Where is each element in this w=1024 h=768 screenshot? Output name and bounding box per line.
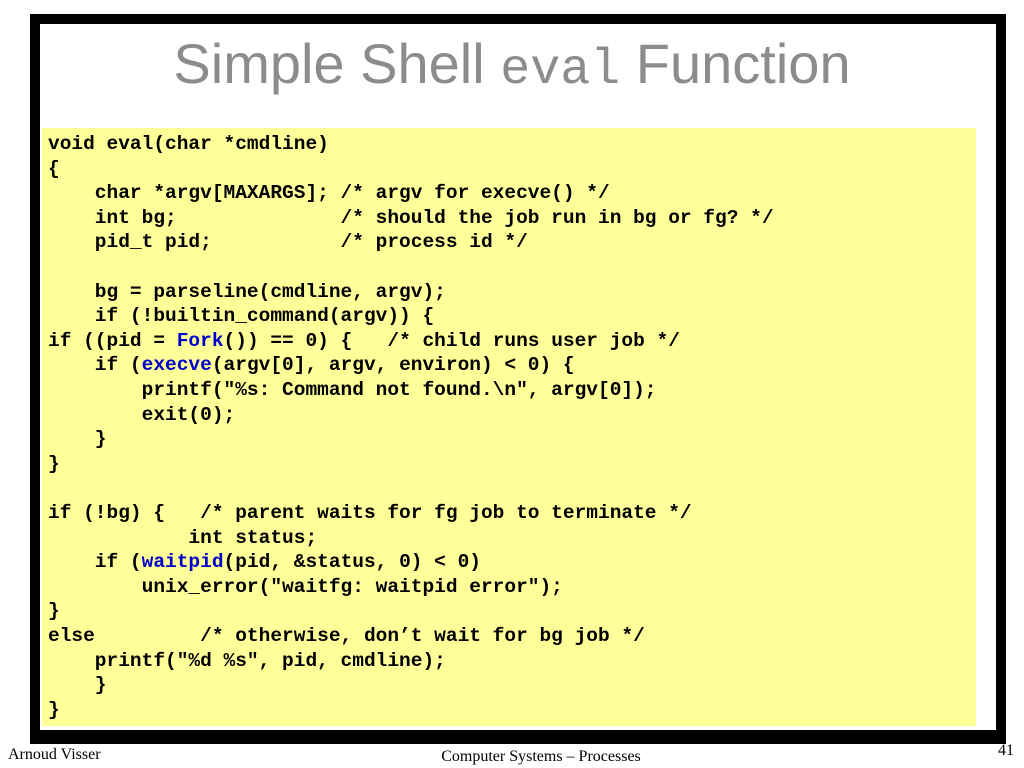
- code-text: (pid, &status, 0) < 0): [223, 551, 481, 574]
- code-text: printf("%d %s", pid, cmdline);: [48, 649, 446, 672]
- slide-title: Simple Shell eval Function: [0, 28, 1024, 107]
- code-text: bg = parseline(cmdline, argv);: [48, 280, 446, 303]
- code-keyword: Fork: [176, 329, 224, 352]
- code-line: if ((pid = Fork()) == 0) { /* child runs…: [48, 329, 680, 354]
- footer-course: Computer Systems – Processes: [441, 748, 641, 765]
- code-text: }: [48, 428, 107, 451]
- page-number: 41: [998, 742, 1014, 759]
- code-text: char *argv[MAXARGS]; /* argv for execve(…: [48, 182, 610, 205]
- code-text: int status;: [48, 526, 318, 549]
- code-line: exit(0);: [48, 403, 236, 428]
- code-line: pid_t pid; /* process id */: [48, 230, 528, 255]
- code-text: unix_error("waitfg: waitpid error");: [48, 575, 563, 598]
- code-line: }: [48, 698, 60, 723]
- title-part-2: Function: [620, 32, 851, 95]
- title-code-word: eval: [500, 42, 621, 99]
- footer-author: Arnoud Visser: [8, 746, 101, 763]
- code-keyword: waitpid: [141, 551, 224, 574]
- code-text: if (!bg) { /* parent waits for fg job to…: [48, 502, 692, 524]
- code-text: {: [48, 157, 60, 180]
- code-block: [42, 128, 976, 726]
- code-text: exit(0);: [48, 403, 236, 426]
- code-line: if (waitpid(pid, &status, 0) < 0): [48, 550, 481, 575]
- code-text: }: [48, 698, 60, 721]
- code-line: else /* otherwise, don’t wait for bg job…: [48, 624, 645, 649]
- code-text: if (: [48, 551, 142, 574]
- code-text: }: [48, 600, 60, 623]
- code-line: }: [48, 427, 107, 452]
- code-text: pid_t pid; /* process id */: [48, 231, 528, 254]
- code-line: {: [48, 157, 60, 182]
- code-line: int bg; /* should the job run in bg or f…: [48, 206, 774, 231]
- code-line: int status;: [48, 526, 317, 551]
- code-text: ()) == 0) { /* child runs user job */: [223, 329, 680, 352]
- code-line: }: [48, 673, 107, 698]
- code-line: if (!bg) { /* parent waits for fg job to…: [48, 501, 692, 526]
- code-text: }: [48, 452, 60, 475]
- code-text: printf("%s: Command not found.\n", argv[…: [48, 379, 657, 401]
- code-text: (argv[0], argv, environ) < 0) {: [211, 354, 575, 377]
- code-text: if (: [48, 354, 142, 377]
- code-text: if (!builtin_command(argv)) {: [48, 305, 435, 328]
- code-text: if ((pid =: [48, 329, 177, 352]
- code-line: void eval(char *cmdline): [48, 132, 329, 157]
- code-line: bg = parseline(cmdline, argv);: [48, 280, 446, 305]
- code-line: if (execve(argv[0], argv, environ) < 0) …: [48, 353, 575, 378]
- code-line: }: [48, 599, 60, 624]
- code-line: printf("%d %s", pid, cmdline);: [48, 649, 446, 674]
- code-keyword: execve: [141, 354, 212, 377]
- code-line: char *argv[MAXARGS]; /* argv for execve(…: [48, 181, 610, 206]
- code-text: }: [48, 674, 107, 697]
- code-line: if (!builtin_command(argv)) {: [48, 304, 434, 329]
- code-line: printf("%s: Command not found.\n", argv[…: [48, 378, 657, 403]
- title-part-1: Simple Shell: [173, 32, 501, 95]
- code-line: unix_error("waitfg: waitpid error");: [48, 575, 563, 600]
- code-text: int bg; /* should the job run in bg or f…: [48, 206, 774, 229]
- code-text: else /* otherwise, don’t wait for bg job…: [48, 625, 645, 647]
- code-text: void eval(char *cmdline): [48, 133, 329, 155]
- code-line: }: [48, 452, 60, 477]
